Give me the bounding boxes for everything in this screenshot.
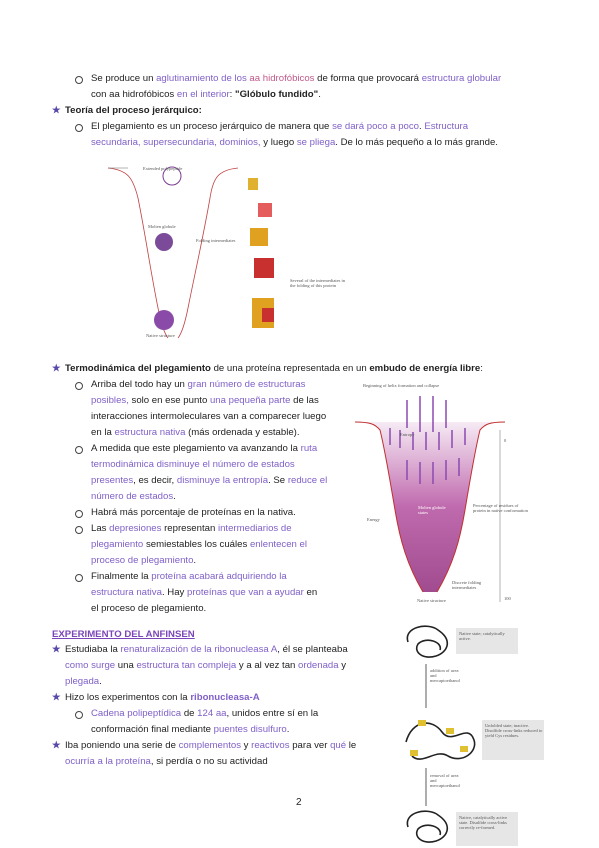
- circle-bullet-icon: [75, 76, 83, 84]
- paragraph-glob-cont: con aa hidrofóbicos en el interior: "Gló…: [91, 89, 321, 100]
- star-bullet-icon: ★: [52, 644, 61, 655]
- paragraph-termo-1: Arriba del todo hay un gran número de es…: [91, 379, 327, 438]
- fig-label-intermediates: Folding intermediates: [196, 238, 236, 243]
- fig-label-native: Native structure: [146, 333, 175, 338]
- ribonuclease-figure: [405, 625, 544, 846]
- paragraph-anfinsen-2a: Cadena polipeptídica de 124 aa, unidos e…: [91, 708, 319, 735]
- section-title-jerarquico: Teoría del proceso jerárquico:: [65, 105, 202, 116]
- fig-caption-hier: Several of the intermediates in the fold…: [290, 278, 345, 288]
- star-bullet-icon: ★: [52, 740, 61, 751]
- page-number: 2: [296, 797, 302, 808]
- energy-funnel-figure: [354, 396, 506, 602]
- funnel-percentage-label: Percentage of residues of protein in nat…: [473, 503, 528, 513]
- circle-bullet-icon: [75, 711, 83, 719]
- paragraph-jerarquico-cont: secundaria, supersecundaria, dominios, y…: [91, 137, 498, 148]
- fig-label-molten: Molten globule: [148, 224, 176, 229]
- funnel-native-label: Native structure: [417, 598, 446, 603]
- funnel-energy-label: Energy: [367, 517, 380, 522]
- paragraph-termo-5: Finalmente la proteína acabará adquirien…: [91, 571, 318, 614]
- circle-bullet-icon: [75, 382, 83, 390]
- ribo-native-label: Native state; catalytically active.: [459, 631, 505, 641]
- paragraph-glob: Se produce un aglutinamiento de los aa h…: [91, 73, 502, 84]
- funnel-top-label: Beginning of helix formation and collaps…: [363, 383, 440, 388]
- funnel-axis-0: 0: [504, 438, 507, 443]
- star-bullet-icon: ★: [52, 692, 61, 703]
- circle-bullet-icon: [75, 124, 83, 132]
- fig-label-extended: Extended polypeptide: [143, 166, 183, 171]
- circle-bullet-icon: [75, 510, 83, 518]
- ribo-step2-label: removal of urea and mercaptoethanol: [430, 773, 460, 788]
- section-title-termo: Termodinámica del plegamiento de una pro…: [65, 363, 483, 374]
- paragraph-jerarquico: El plegamiento es un proceso jerárquico …: [91, 121, 469, 132]
- funnel-axis-100: 100: [504, 596, 511, 601]
- ribo-native2-label: Native, catalytically active state. Disu…: [459, 815, 508, 830]
- paragraph-anfinsen-2: Hizo los experimentos con la ribonucleas…: [65, 692, 260, 703]
- paragraph-anfinsen-3: Iba poniendo una serie de complementos y…: [65, 740, 357, 767]
- ribo-unfolded-label: Unfolded state; inactive. Disulfide cros…: [485, 723, 543, 738]
- anfinsen-heading: EXPERIMENTO DEL ANFINSEN: [52, 629, 195, 640]
- ribo-step1-label: addition of urea and mercaptoethanol: [430, 668, 460, 683]
- star-bullet-icon: ★: [52, 105, 61, 116]
- funnel-entropy-label: Entropy: [400, 432, 415, 437]
- circle-bullet-icon: [75, 526, 83, 534]
- paragraph-termo-3: Habrá más porcentaje de proteínas en la …: [91, 507, 296, 518]
- paragraph-termo-4: Las depresiones representan intermediari…: [91, 523, 308, 566]
- funnel-molten-label: Molten globule states: [418, 505, 446, 515]
- funnel-discrete-label: Discrete folding intermediates: [452, 580, 482, 590]
- star-bullet-icon: ★: [52, 363, 61, 374]
- circle-bullet-icon: [75, 574, 83, 582]
- hierarchical-folding-figure: [107, 166, 274, 339]
- circle-bullet-icon: [75, 446, 83, 454]
- paragraph-termo-2: A medida que este plegamiento va avanzan…: [91, 443, 328, 502]
- paragraph-anfinsen-1: Estudiaba la renaturalización de la ribo…: [65, 644, 348, 687]
